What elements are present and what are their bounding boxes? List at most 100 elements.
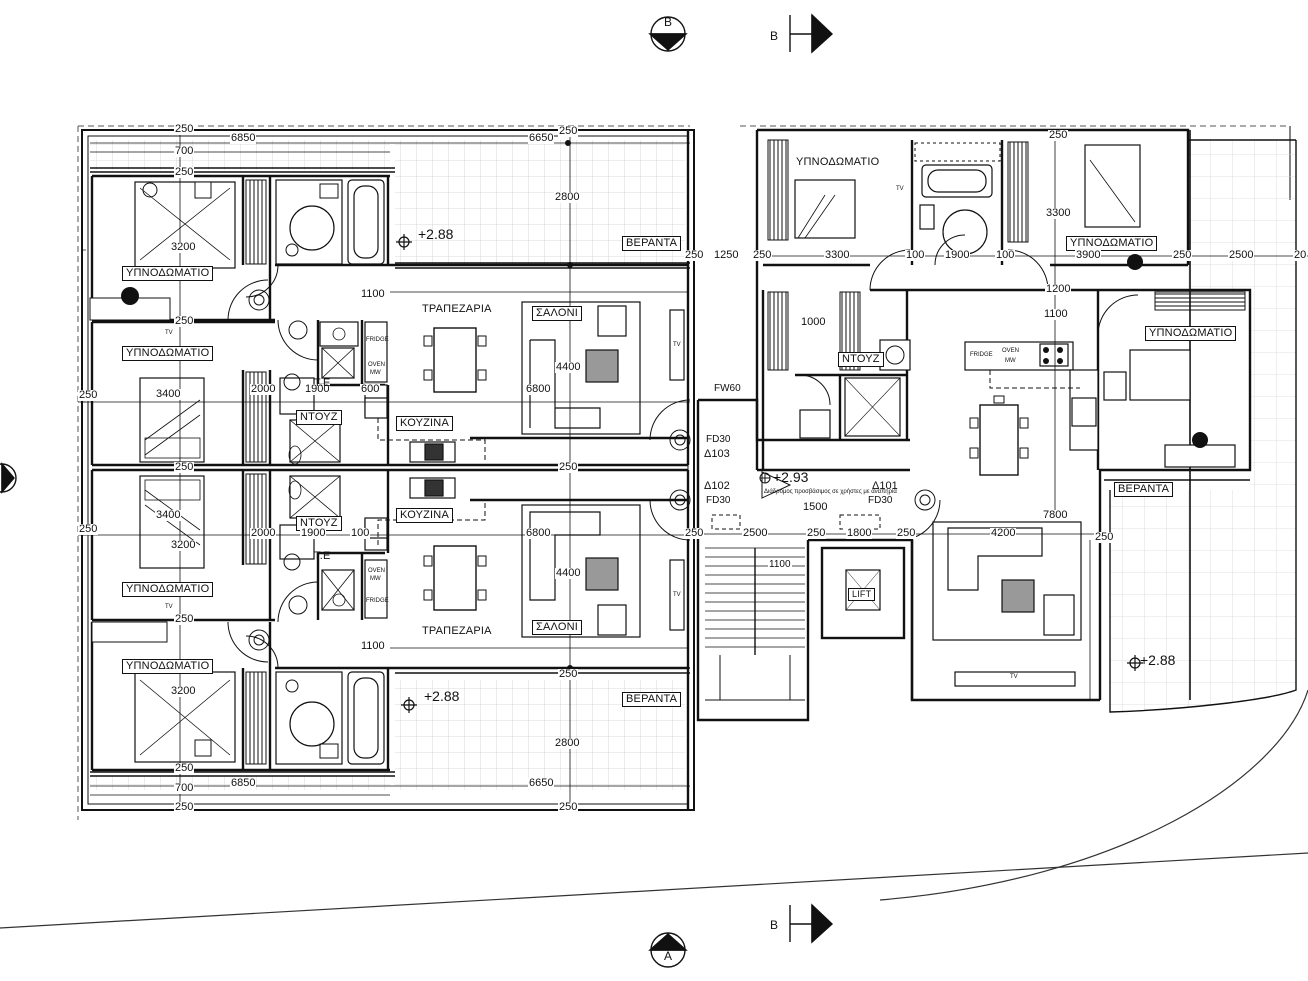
dim-6800-bottom: 6800 <box>525 527 552 539</box>
dim-250-bot-mid: 250 <box>558 668 579 680</box>
door-fd30-c: FD30 <box>868 495 893 506</box>
dim-1200-r: 1200 <box>1045 283 1072 295</box>
left-block <box>78 129 695 811</box>
room-bedroom-1: ΥΠΝΟΔΩΜΑΤΙΟ <box>122 266 214 281</box>
dim-1900-r: 1900 <box>944 249 971 261</box>
dim-3300-r: 3300 <box>824 249 851 261</box>
dim-3400-top: 3400 <box>155 388 182 400</box>
level-veranda-top: +2.88 <box>418 226 454 242</box>
dim-1100-r: 1100 <box>1043 308 1069 320</box>
dim-1250: 1250 <box>713 249 740 261</box>
dim-3200-bed4: 3200 <box>170 685 197 697</box>
label-mw-top: MW <box>370 370 381 376</box>
room-shower-right: ΝΤΟΥΖ <box>838 352 884 367</box>
dim-6800-top: 6800 <box>525 383 552 395</box>
dim-2500-r: 2500 <box>1228 249 1255 261</box>
dim-4200-r: 4200 <box>990 527 1017 539</box>
label-tv-3: TV <box>673 342 681 348</box>
door-d102: Δ102 <box>704 480 730 492</box>
level-veranda-right: +2.88 <box>1140 652 1176 668</box>
dim-250-r-c: 250 <box>1094 531 1115 543</box>
dim-600-top: 600 <box>360 383 381 395</box>
dim-3200-bed1: 3200 <box>170 241 197 253</box>
dim-100-bottom: 100 <box>350 527 371 539</box>
room-bedroom-2: ΥΠΝΟΔΩΜΑΤΙΟ <box>122 346 214 361</box>
dim-250-core-c: 250 <box>896 527 917 539</box>
room-living-bottom: ΣΑΛΟΝΙ <box>532 620 583 635</box>
dim-7800-r: 7800 <box>1042 509 1069 521</box>
label-oven-top: OVEN <box>368 362 386 368</box>
door-fd30-a: FD30 <box>706 434 731 445</box>
section-a-top-label: Β <box>664 15 673 29</box>
level-corridor: +2.93 <box>773 469 809 485</box>
dim-100-r-a: 100 <box>905 249 926 261</box>
label-oven-right: OVEN <box>1002 348 1020 354</box>
door-d103: Δ103 <box>704 448 730 460</box>
room-kitchen-top: ΚΟΥΖΙΝΑ <box>396 416 453 431</box>
room-bedroom-3: ΥΠΝΟΔΩΜΑΤΙΟ <box>122 582 214 597</box>
dim-2800-bottom: 2800 <box>554 737 581 749</box>
dim-6650-bottom: 6650 <box>528 777 555 789</box>
room-bedroom-4: ΥΠΝΟΔΩΜΑΤΙΟ <box>122 659 214 674</box>
label-fridge-bottom: FRIDGE <box>366 598 389 604</box>
section-b-top-label: B <box>770 29 779 43</box>
dim-1500: 1500 <box>802 501 829 513</box>
room-veranda-top: ΒΕΡΑΝΤΑ <box>622 236 682 251</box>
dim-250-r-a: 250 <box>752 249 773 261</box>
room-veranda-bottom: ΒΕΡΑΝΤΑ <box>622 692 682 707</box>
door-fw60: FW60 <box>714 383 741 394</box>
label-tv-5: TV <box>1010 674 1018 680</box>
room-bedroom-7: ΥΠΝΟΔΩΜΑΤΙΟ <box>1145 326 1237 341</box>
dim-3400-bottom: 3400 <box>155 509 182 521</box>
dim-250-lm2: 250 <box>174 613 195 625</box>
room-bedroom-5: ΥΠΝΟΔΩΜΑΤΙΟ <box>796 156 880 168</box>
room-dining-bottom: ΤΡΑΠΕΖΑΡΙΑ <box>422 625 492 637</box>
dim-2500-core: 2500 <box>742 527 769 539</box>
dim-1900-bottom: 1900 <box>300 527 327 539</box>
door-fd30-b: FD30 <box>706 495 731 506</box>
dim-700-top: 700 <box>174 145 195 157</box>
dim-250-top-2: 250 <box>174 166 195 178</box>
dim-1900-top: 1900 <box>304 383 331 395</box>
room-wc-top: Τ.Ε <box>314 377 331 389</box>
dim-250-core-a: 250 <box>684 527 705 539</box>
label-oven-bottom: OVEN <box>368 568 386 574</box>
dim-20-r: 20 <box>1293 249 1308 261</box>
dim-1100-bottom: 1100 <box>360 640 386 652</box>
room-wc-bottom: Τ.Ε <box>314 550 331 562</box>
dim-250-bot-b: 250 <box>174 801 195 813</box>
dim-250-mid-b: 250 <box>558 461 579 473</box>
dim-2000-bottom: 2000 <box>250 527 277 539</box>
label-mw-right: MW <box>1005 358 1016 364</box>
dim-250-top-mid: 250 <box>558 125 579 137</box>
label-mw-bottom: MW <box>370 576 381 582</box>
section-markers <box>0 13 834 968</box>
label-fridge-right: FRIDGE <box>970 352 993 358</box>
room-shower-top: ΝΤΟΥΖ <box>296 410 342 425</box>
dim-250-lm1: 250 <box>174 315 195 327</box>
dim-250-core-b: 250 <box>806 527 827 539</box>
dim-100-r-b: 100 <box>995 249 1016 261</box>
dim-250-mid-a: 250 <box>174 461 195 473</box>
label-tv-6: TV <box>896 186 904 192</box>
label-tv-1: TV <box>165 330 173 336</box>
level-veranda-bottom: +2.88 <box>424 688 460 704</box>
dim-3200-bed3: 3200 <box>170 539 197 551</box>
dim-250-top-left: 250 <box>174 123 195 135</box>
door-d101: Δ101 <box>872 480 898 492</box>
dim-6650-top: 6650 <box>528 132 555 144</box>
room-veranda-right: ΒΕΡΑΝΤΑ <box>1114 482 1174 497</box>
right-block <box>690 128 1308 713</box>
room-living-top: ΣΑΛΟΝΙ <box>532 306 583 321</box>
dim-250-left-1: 250 <box>78 389 99 401</box>
dim-700-bottom: 700 <box>174 782 195 794</box>
dim-2800-top: 2800 <box>554 191 581 203</box>
dim-3900-r: 3900 <box>1075 249 1102 261</box>
room-lift: LIFT <box>848 588 876 601</box>
dim-250-r-top: 250 <box>1048 129 1069 141</box>
dim-1100-top: 1100 <box>360 288 386 300</box>
section-a-bottom-label: A <box>664 949 673 963</box>
dim-6850-top: 6850 <box>230 132 257 144</box>
dim-250-bot-a: 250 <box>174 762 195 774</box>
label-tv-4: TV <box>673 592 681 598</box>
